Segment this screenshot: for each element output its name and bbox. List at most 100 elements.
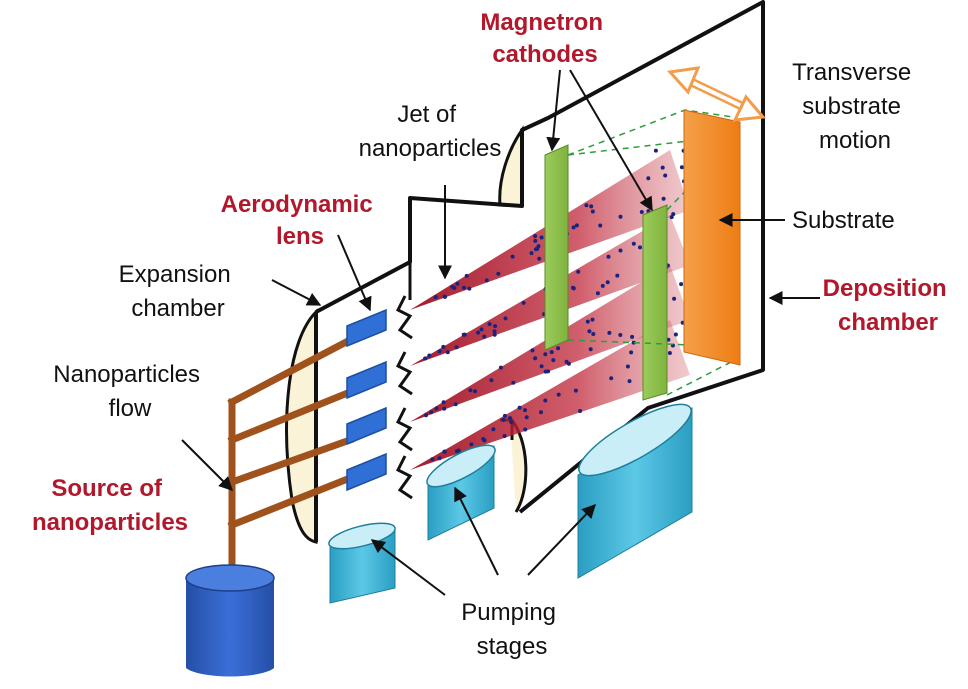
nanoparticle-dot xyxy=(530,348,535,353)
nanoparticle-dot xyxy=(533,238,538,243)
nanoparticle-dot xyxy=(498,365,503,370)
nanoparticle-dot xyxy=(549,350,554,355)
label-expansion-chamber: Expansion chamber xyxy=(119,261,238,322)
nanoparticle-dot xyxy=(606,254,611,259)
nanoparticle-dot xyxy=(536,244,541,249)
nanoparticle-dot xyxy=(487,322,492,327)
nanoparticle-dot xyxy=(434,406,439,411)
pipe-branch-4 xyxy=(227,473,355,530)
nanoparticle-dot xyxy=(629,350,634,355)
nanoparticle-dot xyxy=(441,400,446,405)
nanoparticle-dot xyxy=(539,235,544,240)
nanoparticle-dot xyxy=(427,353,432,358)
nanoparticle-dot xyxy=(424,413,428,418)
cathode-back xyxy=(544,144,569,351)
nanoparticle-dot xyxy=(493,324,498,329)
nanoparticle-dot xyxy=(653,148,658,153)
nanoparticle-dot xyxy=(566,361,571,366)
skimmer-2 xyxy=(395,351,413,396)
chamber-body xyxy=(285,0,765,544)
nanoparticle-dot xyxy=(442,449,447,454)
nanoparticle-dot xyxy=(511,380,516,385)
arrow-lens xyxy=(337,234,372,312)
nanoparticle-dot xyxy=(671,212,676,217)
arrow-expansion xyxy=(271,279,322,306)
nanoparticle-dot xyxy=(556,392,561,397)
nanoparticle-dot xyxy=(437,456,442,461)
nanoparticle-dot xyxy=(646,176,651,181)
nanoparticle-dot xyxy=(523,427,528,432)
label-aerodynamic-lens: Aerodynamic lens xyxy=(221,191,380,250)
nanoparticle-dot xyxy=(537,256,542,261)
arrow-pump-3 xyxy=(527,503,596,576)
nanoparticle-dot xyxy=(679,282,684,287)
nanoparticle-dot xyxy=(672,296,677,301)
skimmer-1 xyxy=(395,295,413,340)
nanoparticle-dot xyxy=(503,316,508,321)
nanoparticle-dot xyxy=(510,254,515,259)
pump-stage-1 xyxy=(328,522,396,604)
nanoparticle-dot xyxy=(590,317,595,322)
nanoparticle-dot xyxy=(509,420,514,425)
nanoparticle-dot xyxy=(443,294,447,299)
nanoparticle-dot xyxy=(590,209,595,214)
lens-1 xyxy=(346,308,387,348)
nanoparticle-dot xyxy=(667,351,672,355)
arrow-pump-1 xyxy=(370,539,446,596)
transverse-motion-arrow xyxy=(667,66,766,122)
nanoparticle-dot xyxy=(660,165,665,170)
nanoparticle-dot xyxy=(591,332,596,336)
nanoparticle-dot xyxy=(481,437,486,441)
nanoparticle-dot xyxy=(501,417,506,422)
nanoparticle-dot xyxy=(467,286,472,291)
nanoparticle-dot xyxy=(445,350,450,355)
nanoparticle-dot xyxy=(661,196,666,201)
nanoparticle-dot xyxy=(607,330,612,335)
nanoparticle-dot xyxy=(491,427,496,432)
nanoparticle-dot xyxy=(468,388,473,393)
nanoparticle-dot xyxy=(517,405,522,410)
skimmer-3 xyxy=(395,407,413,452)
callout-arrows xyxy=(181,69,820,596)
nanoparticle-dot xyxy=(669,215,674,220)
nanoparticle-dot xyxy=(551,358,556,363)
label-substrate: Substrate xyxy=(792,207,895,234)
nanoparticle-dot xyxy=(456,448,461,453)
nanoparticle-dot xyxy=(630,334,635,339)
label-transverse-motion: Transverse substrate motion xyxy=(792,59,918,154)
pipe-branch-1 xyxy=(227,335,355,407)
arrow-cathode-back xyxy=(546,69,561,152)
nanoparticle-dot xyxy=(452,286,457,290)
expansion-chamber-end-cap xyxy=(285,308,318,544)
nanoparticle-dot xyxy=(533,356,538,361)
nanoparticle-dot xyxy=(496,271,501,276)
nanoparticle-dot xyxy=(437,349,442,354)
nanoparticle-source-cylinder xyxy=(185,564,275,677)
nanoparticle-dot xyxy=(679,165,684,170)
nanoparticle-dot xyxy=(578,409,583,413)
nanoparticle-dot xyxy=(524,415,529,420)
nanoparticle-dot xyxy=(430,457,435,462)
nanoparticle-dot xyxy=(627,379,632,384)
nanoparticle-dot xyxy=(609,376,614,381)
nanoparticle-dot xyxy=(453,402,458,407)
nanoparticle-dot xyxy=(625,364,630,369)
nanoparticle-dot xyxy=(605,280,610,285)
nanoparticle-dot xyxy=(461,332,466,337)
nanoparticle-dot xyxy=(543,352,548,357)
label-magnetron-cathodes: Magnetron cathodes xyxy=(480,9,609,68)
jet-4 xyxy=(410,320,690,470)
nanoparticle-dot xyxy=(615,273,620,278)
substrate-plate xyxy=(683,109,741,366)
nanoparticle-dot xyxy=(571,225,576,230)
nanoparticle-dot xyxy=(543,398,548,403)
nanoparticle-dot xyxy=(533,247,538,252)
nanoparticle-dot xyxy=(523,408,527,413)
nanoparticle-dot xyxy=(521,300,526,305)
nanoparticle-dot xyxy=(423,356,428,361)
nanoparticle-dot xyxy=(464,273,469,278)
aerodynamic-lenses xyxy=(346,308,387,492)
nanoparticle-dot xyxy=(429,410,434,415)
nanoparticle-dot xyxy=(473,389,477,394)
